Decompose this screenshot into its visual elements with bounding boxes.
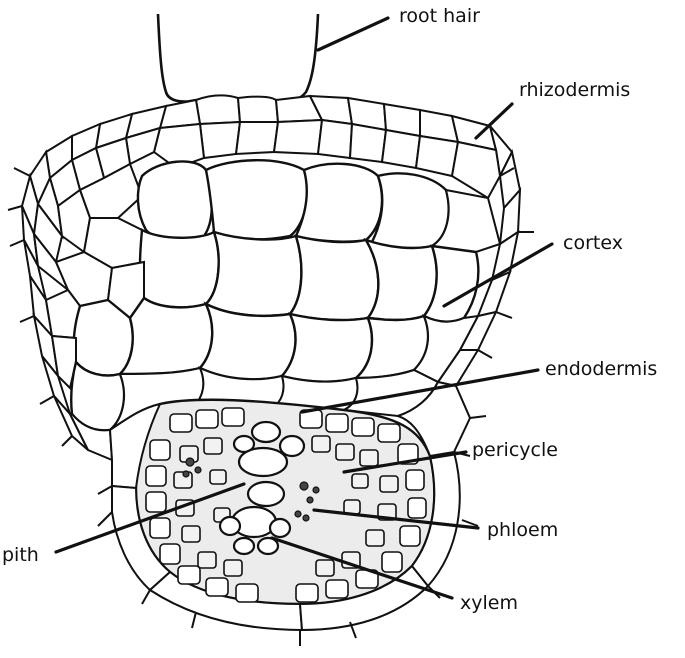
label-cortex: cortex <box>563 232 623 254</box>
label-root-hair: root hair <box>399 5 480 27</box>
stele <box>110 382 470 630</box>
label-phloem: phloem <box>487 519 558 541</box>
label-pith: pith <box>2 544 39 566</box>
label-rhizodermis: rhizodermis <box>519 79 630 101</box>
label-xylem: xylem <box>460 592 518 614</box>
label-pericycle: pericycle <box>472 439 558 461</box>
label-endodermis: endodermis <box>545 358 657 380</box>
root-hair <box>158 14 318 102</box>
